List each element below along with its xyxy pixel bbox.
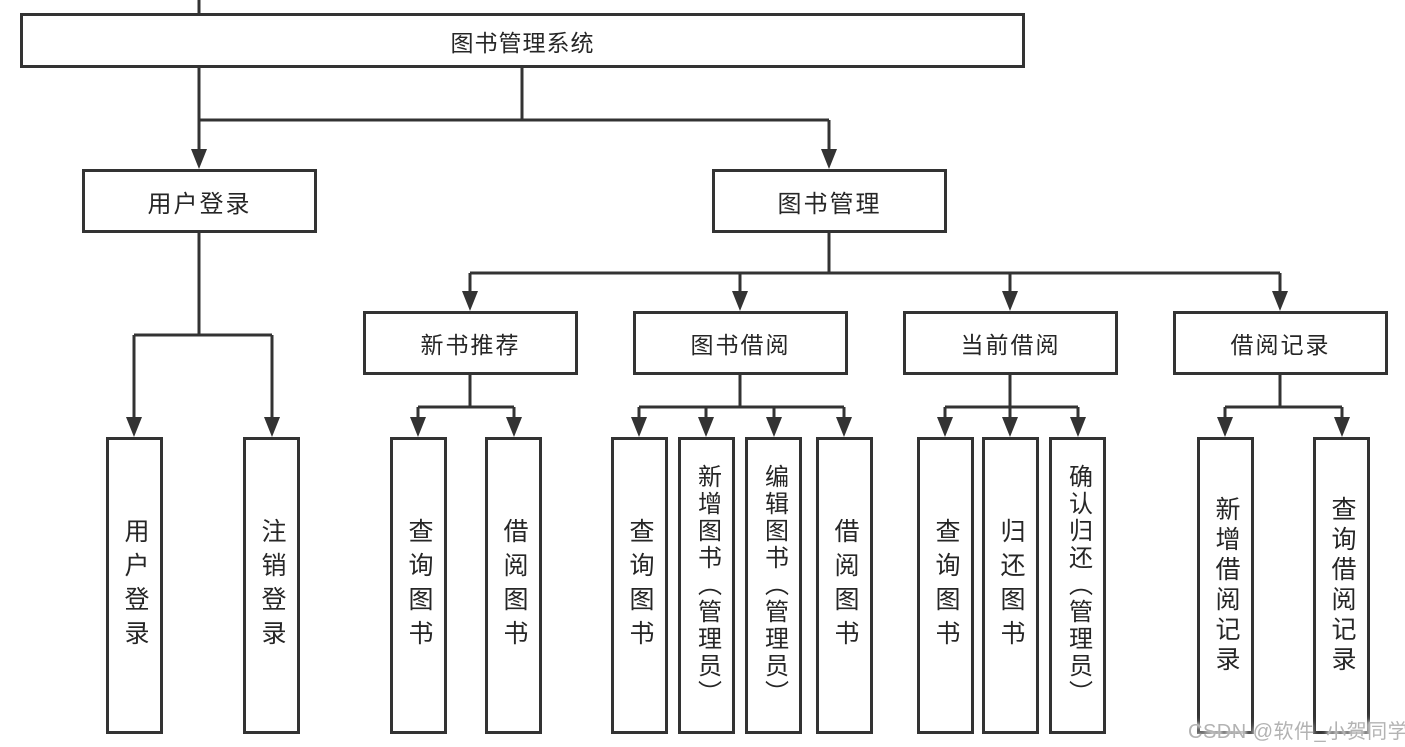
connector-bookborrow-to-leaves	[637, 375, 846, 420]
leaf-record-query-borrow-record: 查询借阅记录	[1313, 437, 1370, 734]
connector-borrowrecord-to-leaves	[1223, 375, 1344, 420]
node-borrow-records: 借阅记录	[1173, 311, 1388, 375]
connector-userlogin-to-leaves	[132, 233, 274, 420]
connector-root-to-level2	[197, 0, 831, 153]
connector-currentborrow-to-leaves	[943, 375, 1080, 420]
arrowheads-bookborrow	[631, 417, 852, 437]
leaf-newbook-query-books: 查询图书	[390, 437, 447, 734]
arrowheads-currentborrow	[937, 417, 1086, 437]
leaf-borrow-add-books-admin: 新增图书（管理员）	[678, 437, 735, 734]
arrowheads-borrowrecord	[1217, 417, 1350, 437]
leaf-borrow-edit-books-admin: 编辑图书（管理员）	[745, 437, 802, 734]
connector-newbook-to-leaves	[416, 375, 516, 420]
leaf-current-return-books: 归还图书	[982, 437, 1039, 734]
arrowheads-newbook	[410, 417, 522, 437]
leaf-current-confirm-return-admin: 确认归还（管理员）	[1049, 437, 1106, 734]
leaf-borrow-query-books: 查询图书	[611, 437, 668, 734]
node-book-management: 图书管理	[712, 169, 947, 233]
leaf-current-query-books: 查询图书	[917, 437, 974, 734]
csdn-watermark: CSDN @软件_小贺同学	[1188, 721, 1405, 743]
node-current-borrow: 当前借阅	[903, 311, 1118, 375]
node-user-login: 用户登录	[82, 169, 317, 233]
leaf-borrow-borrow-books: 借阅图书	[816, 437, 873, 734]
leaf-newbook-borrow-books: 借阅图书	[485, 437, 542, 734]
connector-bookmgmt-to-level3	[468, 233, 1282, 294]
leaf-logout: 注销登录	[243, 437, 300, 734]
arrowheads-level3	[462, 291, 1288, 311]
arrowheads-level2	[191, 149, 837, 169]
leaf-user-login: 用户登录	[106, 437, 163, 734]
node-book-borrow: 图书借阅	[633, 311, 848, 375]
arrowheads-userlogin	[126, 417, 280, 437]
node-new-book-recommend: 新书推荐	[363, 311, 578, 375]
leaf-record-add-borrow-record: 新增借阅记录	[1197, 437, 1254, 734]
node-system-root: 图书管理系统	[20, 13, 1025, 68]
